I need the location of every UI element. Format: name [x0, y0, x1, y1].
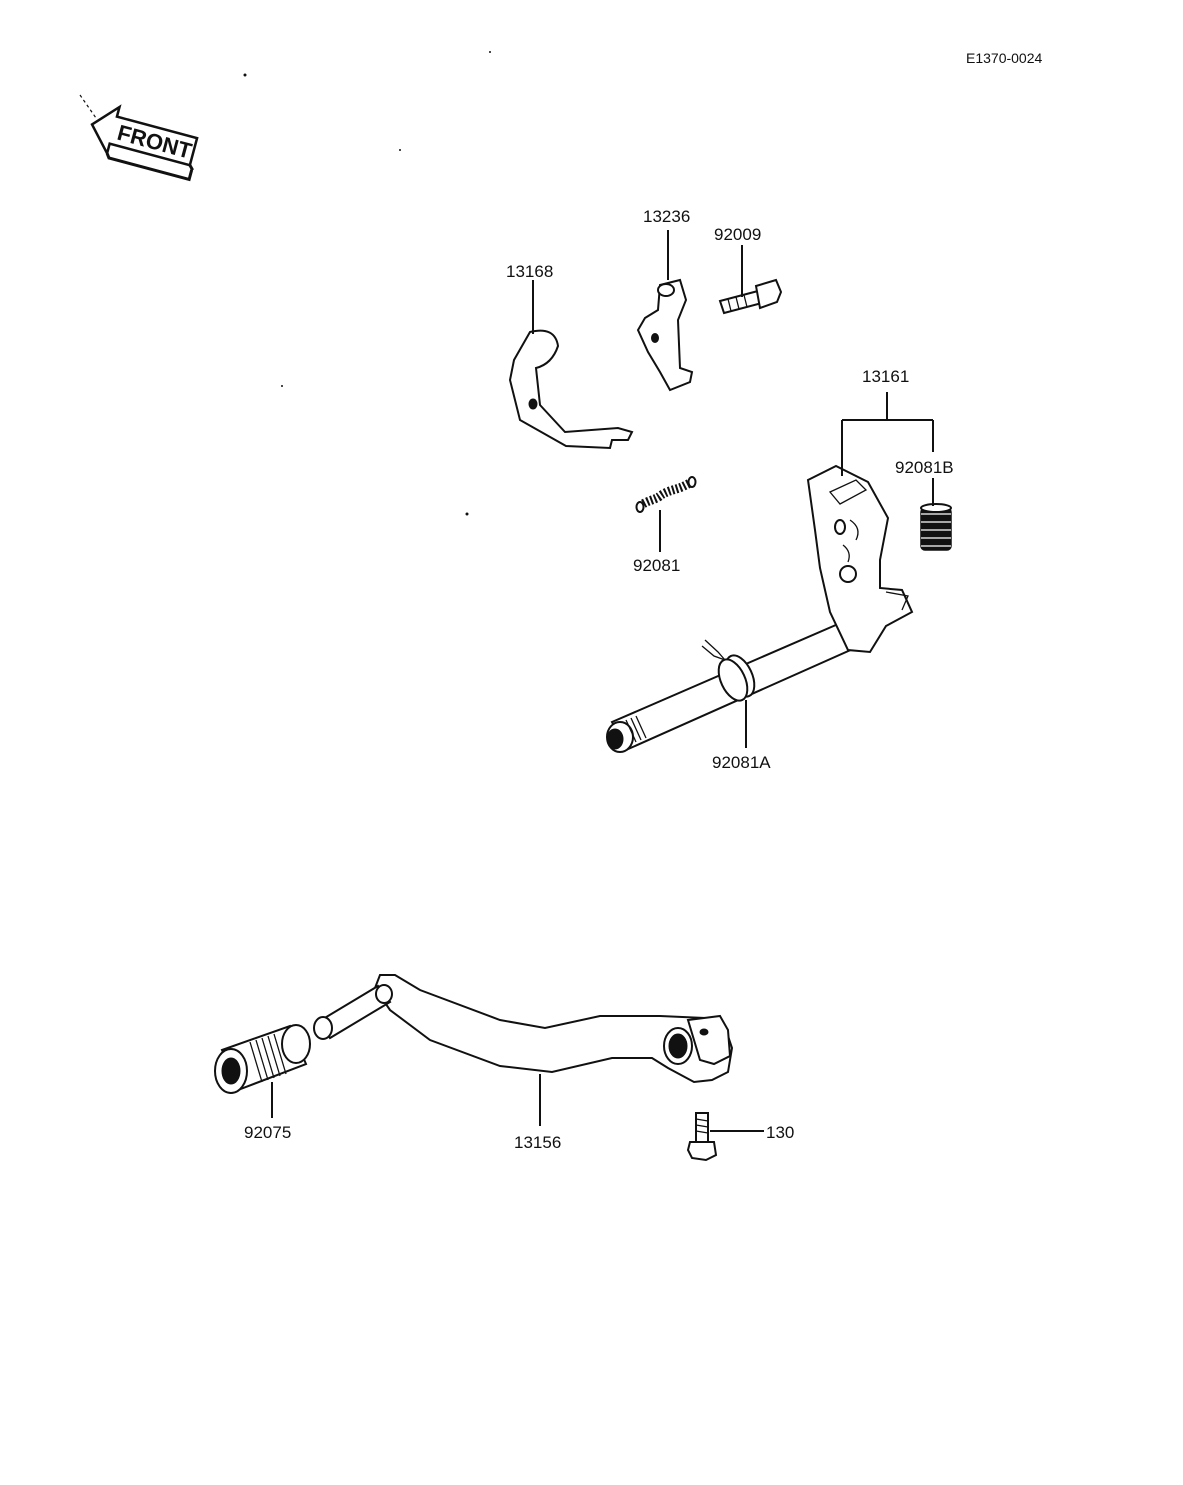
rubber-peg-92075-icon [214, 1024, 311, 1094]
bolt-130-icon [686, 1112, 718, 1162]
callout-92009: 92009 [714, 225, 761, 244]
callout-13168: 13168 [506, 262, 553, 281]
spring-92081B-icon [920, 503, 952, 551]
bracket-13236-icon [636, 278, 694, 392]
front-arrow-icon: FRONT [79, 94, 199, 182]
callout-92081: 92081 [633, 556, 680, 575]
callout-92081B: 92081B [895, 458, 954, 477]
shift-pedal-13156-icon [313, 974, 734, 1084]
callout-92075: 92075 [244, 1123, 291, 1142]
callout-13236: 13236 [643, 207, 690, 226]
callout-13161: 13161 [862, 367, 909, 386]
shift-shaft-13161-icon [606, 464, 914, 753]
callout-130: 130 [766, 1123, 794, 1142]
callout-13156: 13156 [514, 1133, 561, 1152]
plate-13168-icon [508, 329, 634, 450]
callout-92081A: 92081A [712, 753, 771, 772]
diagram-code: E1370-0024 [966, 50, 1043, 66]
spring-92081-icon [635, 476, 697, 513]
bolt-92009-icon [718, 278, 783, 315]
